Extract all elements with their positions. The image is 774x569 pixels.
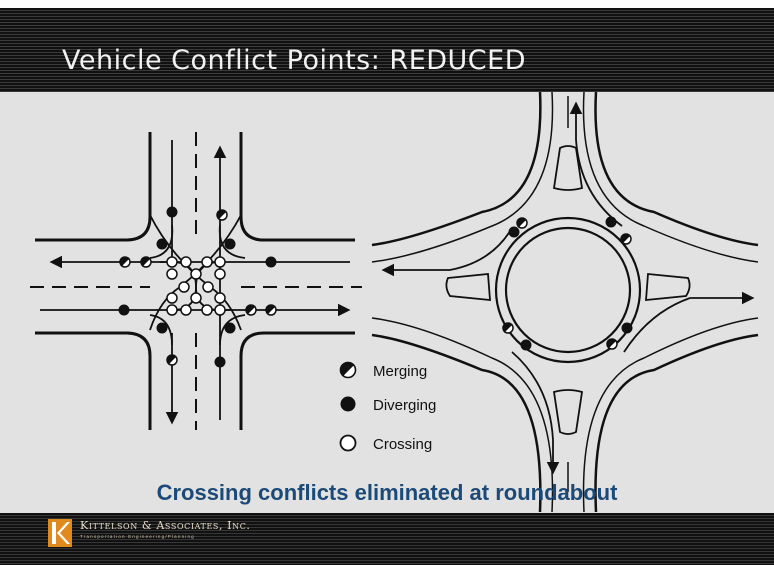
conflict-diagram: Merging Diverging Crossing — [30, 91, 759, 513]
legend-merging: Merging — [339, 361, 427, 380]
caption: Crossing conflicts eliminated at roundab… — [156, 480, 618, 505]
roundabout-approach-lanes — [371, 91, 759, 513]
intersection-curbs — [35, 132, 355, 430]
company-name: Kittelson & Associates, Inc. — [80, 519, 251, 532]
legend: Merging Diverging Crossing — [339, 361, 436, 453]
intersection-merging-points — [119, 209, 277, 366]
legend-diverging-label: Diverging — [373, 397, 436, 414]
roundabout-merging-points — [502, 217, 632, 350]
legend-crossing: Crossing — [339, 434, 432, 453]
roundabout-circle — [494, 216, 642, 364]
footer-bar: Kittelson & Associates, Inc. Transportat… — [0, 513, 774, 565]
legend-merging-label: Merging — [373, 363, 427, 380]
intersection-diverging-points — [118, 206, 277, 368]
legend-crossing-label: Crossing — [373, 436, 432, 453]
crossing-symbol-icon — [339, 434, 357, 452]
header-bar: Vehicle Conflict Points: REDUCED — [0, 8, 774, 92]
company-tagline: Transportation Engineering/Planning — [80, 534, 195, 539]
intersection-center-lines — [30, 132, 362, 430]
intersection — [30, 132, 362, 430]
kittelson-logo-icon — [48, 519, 72, 547]
roundabout — [371, 91, 759, 513]
roundabout-splitter-islands — [445, 145, 691, 435]
merging-symbol-icon — [339, 361, 357, 379]
roundabout-curbs — [371, 91, 759, 513]
intersection-crossing-points — [166, 256, 226, 316]
diverging-symbol-icon — [340, 396, 356, 412]
roundabout-traffic-paths — [381, 101, 755, 475]
diagram-panel: Merging Diverging Crossing — [0, 91, 774, 513]
slide-title: Vehicle Conflict Points: REDUCED — [62, 45, 527, 76]
legend-diverging: Diverging — [340, 396, 436, 414]
roundabout-diverging-points — [508, 216, 633, 351]
